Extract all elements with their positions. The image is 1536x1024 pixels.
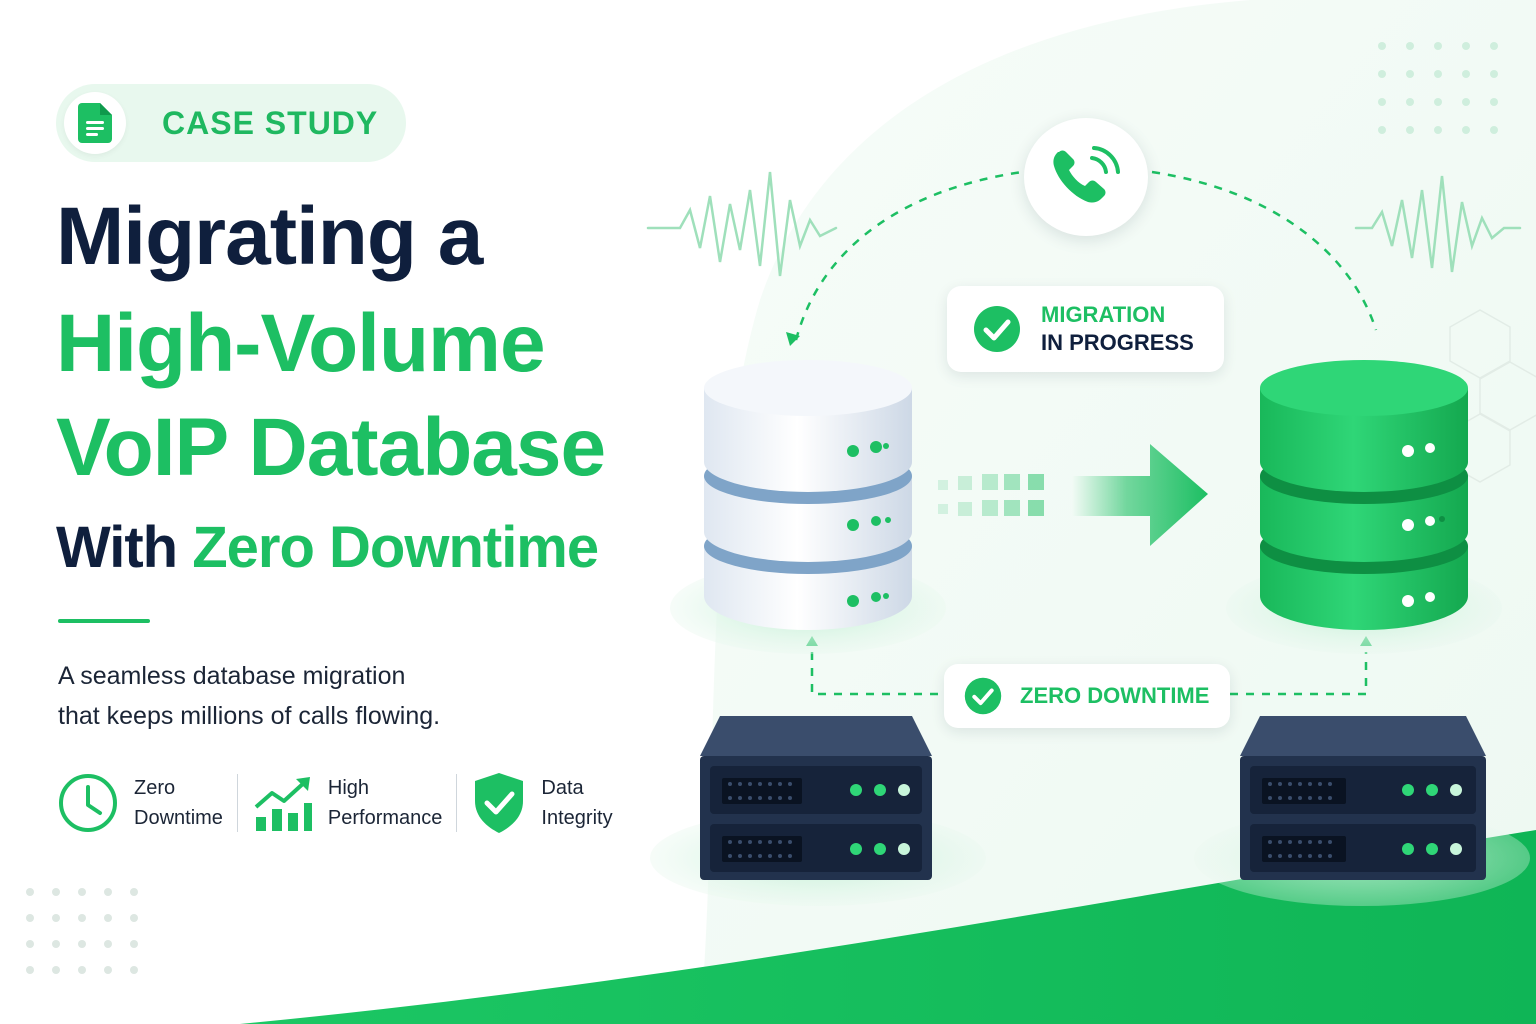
zero-downtime-pill: ZERO DOWNTIME — [944, 664, 1230, 728]
dot-grid-bottom-left — [26, 888, 138, 974]
feature-separator — [456, 774, 458, 832]
feature-label-line-2: Downtime — [134, 807, 223, 829]
feature-high-performance: High Performance — [252, 773, 443, 833]
migration-status-line-2: IN PROGRESS — [1041, 330, 1194, 355]
sound-wave-left — [646, 171, 838, 277]
headline-line-4-highlight: Zero Downtime — [192, 515, 599, 580]
feature-label: High Performance — [328, 773, 443, 833]
migration-status-pill: MIGRATION IN PROGRESS — [947, 286, 1224, 372]
transfer-arrow-icon — [938, 444, 1208, 546]
feature-separator — [236, 774, 238, 832]
headline-line-4-prefix: With — [56, 515, 193, 580]
document-icon — [64, 92, 126, 154]
migration-status-line-1: MIGRATION — [1041, 302, 1166, 327]
headline-line-2: High-Volume — [56, 298, 546, 389]
check-circle-icon — [964, 677, 1002, 715]
migration-status-text: MIGRATION IN PROGRESS — [1041, 301, 1194, 357]
dot-grid-top-right — [1378, 42, 1498, 134]
source-database-icon — [704, 360, 912, 630]
feature-data-integrity: Data Integrity — [471, 771, 613, 835]
feature-label-line-2: Integrity — [541, 807, 613, 829]
description: A seamless database migration that keeps… — [58, 656, 440, 736]
shield-check-icon — [475, 773, 524, 833]
feature-list: Zero Downtime High Performance — [56, 768, 613, 838]
description-line-2: that keeps millions of calls flowing. — [58, 702, 441, 730]
feature-label-line-1: Zero — [134, 777, 176, 799]
check-circle-icon — [974, 306, 1020, 352]
zero-downtime-text: ZERO DOWNTIME — [1020, 683, 1210, 708]
dashed-connection-lines — [794, 170, 1378, 696]
sound-wave-right — [1354, 175, 1522, 273]
headline: Migrating a High-Volume VoIP Database Wi… — [56, 196, 696, 577]
feature-label-line-1: High — [327, 777, 370, 799]
headline-line-4: With Zero Downtime — [56, 519, 696, 577]
feature-label: Data Integrity — [541, 773, 612, 833]
target-database-icon — [1260, 360, 1468, 630]
description-line-1: A seamless database migration — [58, 662, 406, 690]
feature-zero-downtime: Zero Downtime — [56, 771, 223, 835]
headline-line-3: VoIP Database — [56, 402, 606, 493]
feature-label-line-1: Data — [541, 777, 584, 799]
phone-icon — [1053, 146, 1120, 203]
clock-icon — [59, 774, 117, 832]
headline-line-1: Migrating a — [56, 191, 483, 282]
case-study-badge: CASE STUDY — [56, 84, 406, 162]
feature-label-line-2: Performance — [327, 807, 443, 829]
feature-label: Zero Downtime — [134, 773, 223, 833]
source-server-icon — [700, 716, 932, 880]
target-server-icon — [1240, 716, 1486, 880]
badge-label: CASE STUDY — [162, 104, 379, 141]
phone-call-badge — [1024, 118, 1148, 236]
growth-chart-icon — [254, 777, 312, 831]
headline-divider — [58, 619, 150, 623]
